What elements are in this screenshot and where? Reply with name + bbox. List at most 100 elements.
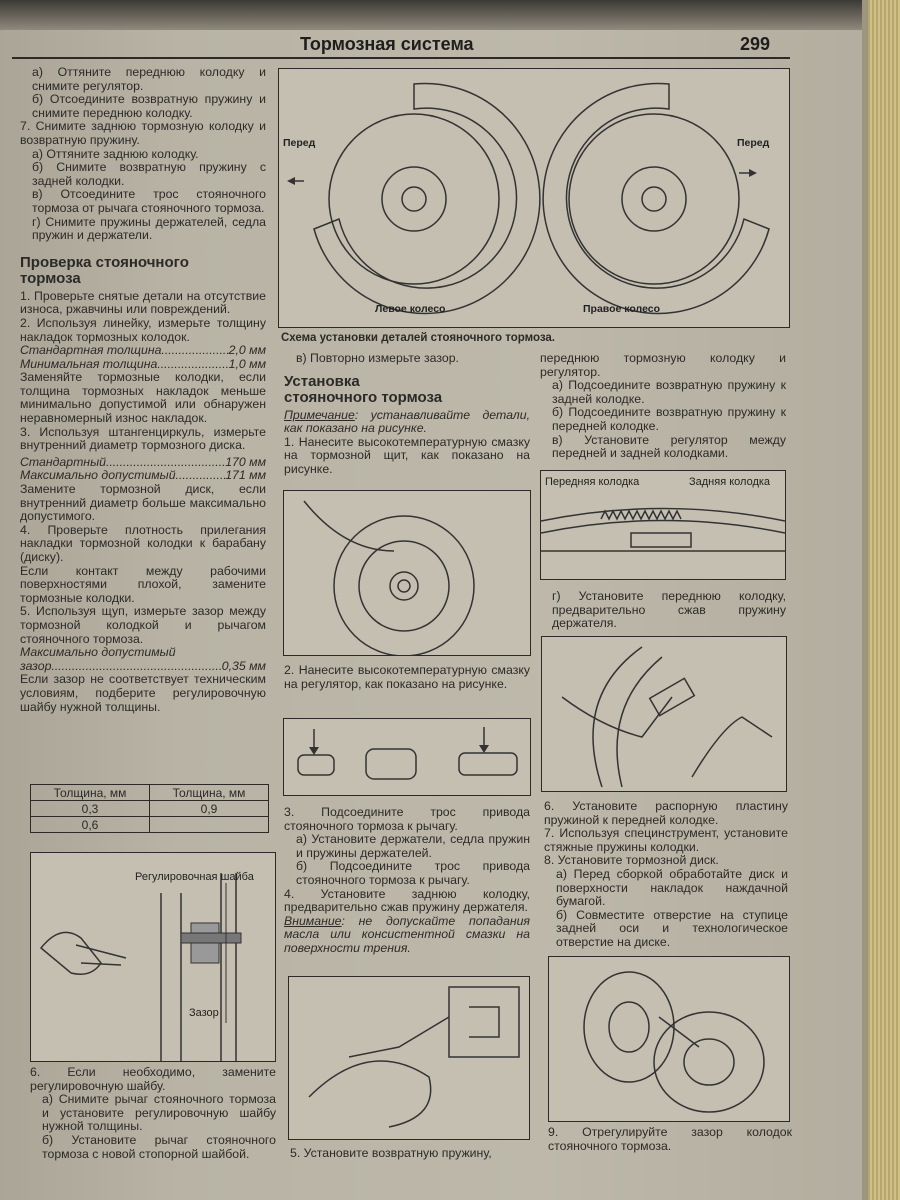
backing-plate-illustration <box>303 500 475 655</box>
page-number: 299 <box>740 34 771 54</box>
note-label: Примечание <box>284 407 355 422</box>
paragraph: а) Оттяните переднюю колодку и снимите р… <box>32 65 266 93</box>
label-rear-shoe: Задняя колодка <box>689 476 771 488</box>
paragraph: 4. Установите заднюю колодку, предварите… <box>284 886 530 915</box>
table-cell <box>149 816 269 833</box>
spec-row: Максимально допустимый 171 мм <box>20 469 266 483</box>
hands-install-illustration <box>561 646 773 788</box>
paragraph: 9. Отрегулируйте зазор колодок стояночно… <box>548 1125 792 1153</box>
paragraph: 7. Используя специнструмент, установите … <box>544 826 788 854</box>
paragraph: 6. Установите распорную пластину пружино… <box>544 799 788 827</box>
figure-washer-gap: Регулировочная шайба Зазор <box>30 852 276 1062</box>
return-spring-illustration <box>308 986 520 1128</box>
spec-label: Минимальная толщина <box>20 356 158 371</box>
paragraph: 7. Снимите заднюю тормозную колодку и во… <box>20 119 266 147</box>
spec-value: 0,35 мм <box>221 658 266 673</box>
warning-text: : не допускайте попадания масла или конс… <box>284 913 530 955</box>
spec-label: Стандартная толщина <box>20 343 162 358</box>
middle-step-2: 2. Нанесите высокотемпературную смазку н… <box>284 663 530 691</box>
label-left-wheel: Левое колесо <box>375 303 446 315</box>
page-edge-shadow <box>862 0 868 1200</box>
spec-row: Стандартная толщина 2,0 мм <box>20 343 266 358</box>
table-cell: 0,9 <box>149 800 269 817</box>
paragraph: а) Оттяните заднюю колодку. <box>32 146 199 161</box>
spec-value: 171 мм <box>225 468 266 483</box>
spec-value: 170 мм <box>225 454 266 469</box>
label-right-wheel: Правое колесо <box>583 303 661 315</box>
paragraph: а) Подсоедините возвратную пружину к зад… <box>552 378 786 406</box>
spec-label: Максимально допустимый <box>20 468 176 483</box>
paragraph: а) Снимите рычаг стояночного тормоза и у… <box>42 1092 276 1134</box>
table-cell: 0,6 <box>30 816 150 833</box>
figure-shoes-adjuster: Передняя колодка Задняя колодка <box>540 470 786 580</box>
chapter-title: Тормозная система <box>300 34 474 54</box>
paragraph: б) Совместите отверстие на ступице задне… <box>556 907 788 949</box>
table-row: 0,6 <box>30 816 269 833</box>
table-cell: 0,3 <box>30 800 150 817</box>
paragraph: б) Отсоедините возвратную пружину и сним… <box>32 92 266 120</box>
note-text: : устанавливайте детали, как показано на… <box>284 407 530 436</box>
paragraph: в) Установите регулятор между передней и… <box>552 432 786 461</box>
paragraph: 2. Используя линейку, измерьте толщину н… <box>20 315 266 344</box>
book-page-edges <box>868 0 900 1200</box>
label-front-left: Перед <box>283 137 316 149</box>
label-washer: Регулировочная шайба <box>135 871 254 883</box>
label-front-right: Перед <box>737 137 770 149</box>
paragraph: б) Установите рычаг стояночного тормоза … <box>42 1132 276 1161</box>
figure-return-spring <box>288 976 530 1140</box>
paragraph: 6. Если необходимо, замените регулировоч… <box>30 1065 276 1093</box>
spec-label: Максимально допустимый <box>20 645 176 660</box>
paragraph: 2. Нанесите высокотемпературную смазку н… <box>284 663 530 691</box>
left-column-bottom: 6. Если необходимо, замените регулировоч… <box>30 1065 276 1161</box>
section-heading: Установка стояночного тормоза <box>284 372 443 406</box>
brake-disc-illustration <box>583 971 765 1113</box>
label-gap: Зазор <box>189 1007 219 1019</box>
figure-parking-brake-layout: Перед Перед Левое колесо Правое колесо <box>278 68 790 328</box>
warning-label: Внимание <box>284 913 342 928</box>
header-rule <box>12 57 790 59</box>
figure-grease-backing-plate <box>283 490 531 656</box>
right-steps-6-8: 6. Установите распорную пластину пружино… <box>544 799 788 950</box>
spec-row: Минимальная толщина 1,0 мм <box>20 356 266 372</box>
spec-label: зазор <box>20 658 52 673</box>
paragraph: а) Установите держатели, седла пружин и … <box>296 832 530 860</box>
shoes-illustration <box>541 507 785 552</box>
paragraph: 1. Нанесите высокотемпературную смазку н… <box>284 434 530 476</box>
paragraph: Заменяйте тормозные колодки, если толщин… <box>20 370 266 426</box>
right-column-top: переднюю тормозную колодку и регулятор. … <box>540 351 786 461</box>
middle-step-5: 5. Установите возвратную пружину, <box>290 1146 536 1161</box>
spec-value: 2,0 мм <box>228 343 266 358</box>
adjuster-illustration <box>297 727 518 780</box>
right-step-9: 9. Отрегулируйте зазор колодок стояночно… <box>548 1125 792 1153</box>
paragraph: 1. Проверьте снятые детали на отсутствие… <box>20 288 266 317</box>
paragraph: б) Подсоедините возвратную пружину к пер… <box>552 405 786 433</box>
paragraph: 4. Проверьте плотность прилегания наклад… <box>20 522 266 564</box>
paragraph: 8. Установите тормозной диск. <box>544 853 719 868</box>
figure-install-front-shoe <box>541 636 787 792</box>
paragraph: Если зазор не соответствует техническим … <box>20 672 266 714</box>
spec-value: 1,0 мм <box>228 356 266 371</box>
photo-top-shadow <box>0 0 900 30</box>
paragraph: 5. Установите возвратную пружину, <box>290 1146 492 1160</box>
right-step-g: г) Установите переднюю колодку, предвари… <box>540 589 786 631</box>
washer-illustration <box>39 873 242 1061</box>
paragraph: в) Отсоедините трос стояночного тормоза … <box>32 187 266 215</box>
paragraph: 3. Подсоедините трос привода стояночного… <box>284 805 530 833</box>
paragraph: г) Установите переднюю колодку, предвари… <box>552 589 786 631</box>
paragraph: 3. Используя штангенциркуль, измерьте вн… <box>20 424 266 453</box>
figure-grease-adjuster <box>283 718 531 796</box>
section-heading: Проверка стояночного тормоза <box>20 253 189 287</box>
table-header: Толщина, мм <box>30 784 150 801</box>
spec-label: Стандартный <box>20 454 106 469</box>
paragraph: а) Перед сборкой обработайте диск и пове… <box>556 866 788 909</box>
figure-caption: Схема установки деталей стояночного торм… <box>281 332 555 344</box>
paragraph: Замените тормозной диск, если внутренний… <box>20 482 266 524</box>
middle-steps-3-4: 3. Подсоедините трос привода стояночного… <box>284 805 530 956</box>
figure-install-disc <box>548 956 790 1122</box>
brake-assemblies-illustration <box>287 82 770 315</box>
paragraph: переднюю тормозную колодку и регулятор. <box>540 351 786 379</box>
paragraph: 5. Используя щуп, измерьте зазор между т… <box>20 604 266 646</box>
paragraph: Если контакт между рабочими поверхностям… <box>20 563 266 605</box>
